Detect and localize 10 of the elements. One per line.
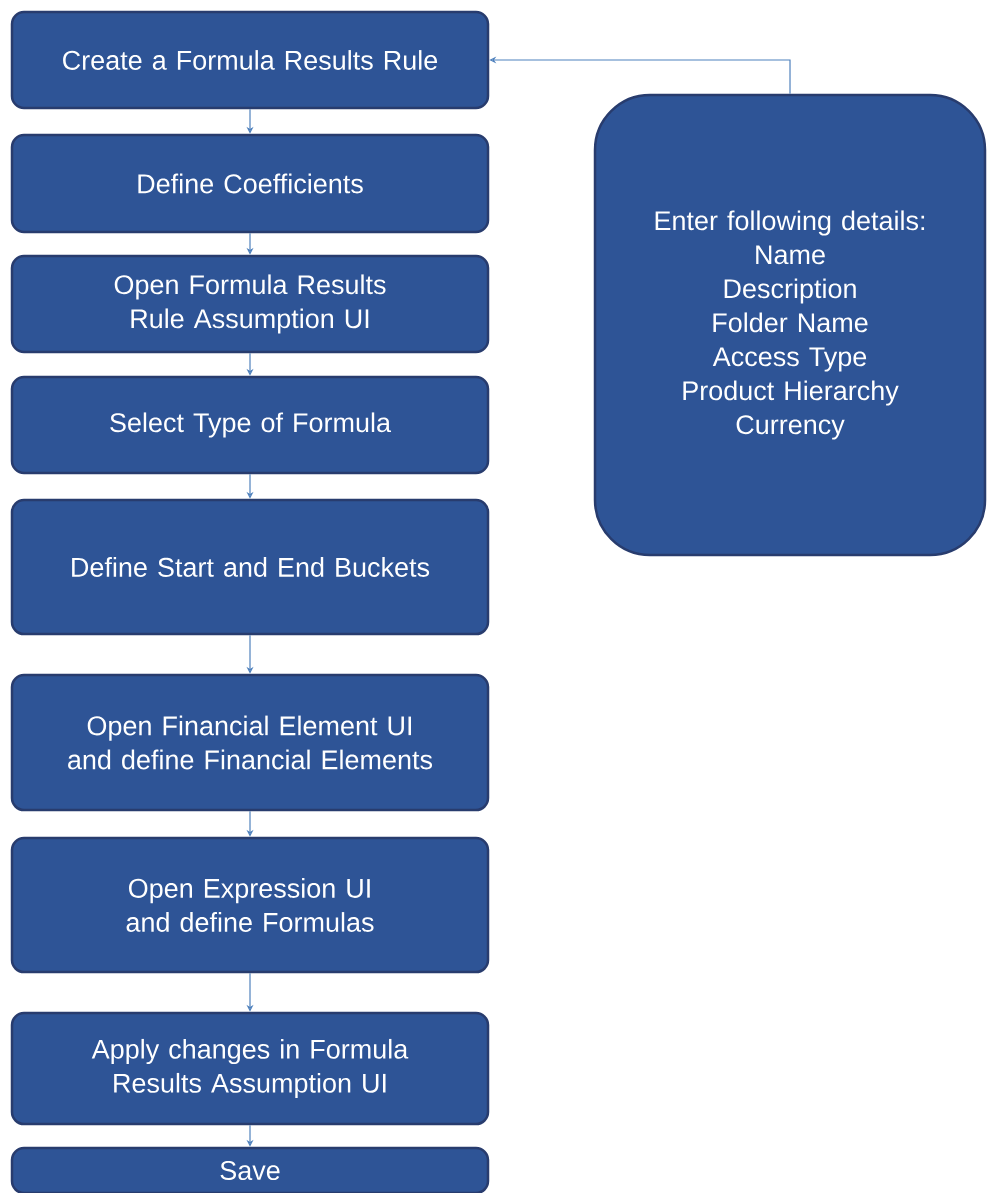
process-box: Define Start and End Buckets xyxy=(10,498,490,636)
process-box: Create a Formula Results Rule xyxy=(10,10,490,110)
process-box: Open Formula Results Rule Assumption UI xyxy=(10,254,490,354)
process-box: Open Expression UI and define Formulas xyxy=(10,836,490,974)
process-box: Select Type of Formula xyxy=(10,375,490,475)
process-box: Open Financial Element UI and define Financial Elements xyxy=(10,673,490,812)
process-box: Apply changes in Formula Results Assumption UI xyxy=(10,1011,490,1126)
details-box: Enter following details: Name Description Folder Name Access Type Product Hierarchy Currency xyxy=(593,93,987,557)
process-box: Define Coefficients xyxy=(10,133,490,234)
process-box: Save xyxy=(10,1146,490,1193)
